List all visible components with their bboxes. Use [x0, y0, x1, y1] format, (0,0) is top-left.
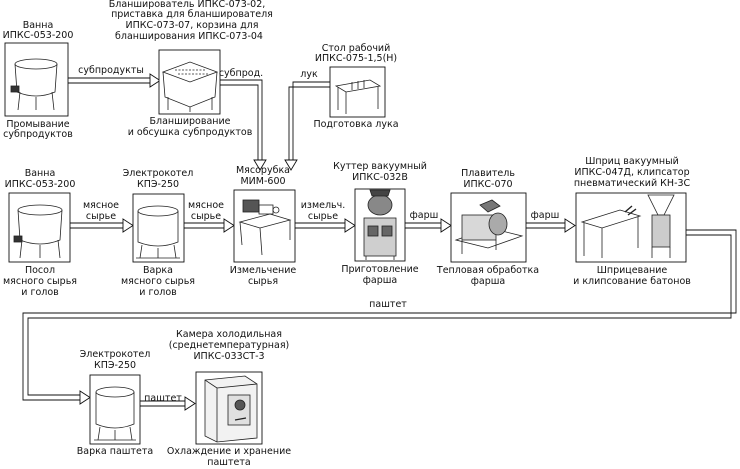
vanna1-sketch — [10, 58, 58, 111]
shpric-title-3: пневматический КН-3С — [573, 178, 691, 189]
arrow-label-subprodukty: субпродукты — [78, 65, 144, 76]
myasorubka-title-2: МИМ-600 — [240, 176, 286, 187]
arrow-label-myasnoe-1b: сырье — [85, 211, 117, 222]
arrow-label-farsh-1: фарш — [409, 210, 439, 221]
shpric-caption-2: и клипсование батонов — [573, 276, 691, 287]
blanch-sketch — [161, 61, 219, 112]
kutter-title-1: Куттер вакуумный — [333, 161, 427, 172]
arrow-subprod-down — [220, 79, 267, 171]
kotel1-sketch — [136, 205, 180, 259]
stol-box — [329, 66, 386, 118]
shpric-sketch — [580, 194, 675, 258]
myasorubka-caption-1: Измельчение — [229, 265, 297, 276]
kutter-caption-1: Приготовление — [341, 264, 419, 275]
arrow-farsh-1 — [405, 218, 452, 233]
plavitel-sketch — [454, 199, 524, 254]
kotel2-caption-1: Варка паштета — [76, 446, 154, 457]
myasorubka-sketch — [238, 199, 292, 256]
kamera-title-1: Камера холодильная — [176, 329, 282, 340]
blanch-title-4: бланширования ИПКС-073-04 — [115, 31, 263, 42]
vanna2-caption-1: Посол — [24, 265, 56, 276]
arrow-label-pashtet-2: паштет — [144, 393, 182, 404]
kotel1-caption-2: мясного сырья — [120, 276, 196, 287]
stol-sketch — [334, 79, 382, 114]
vanna1-caption-2: субпродуктов — [3, 129, 73, 140]
arrow-label-izmelch-a: измельч. — [300, 200, 346, 211]
kotel1-title-1: Электрокотел — [122, 168, 194, 179]
arrow-label-subprod: субпрод. — [218, 68, 264, 79]
kutter-title-2: ИПКС-032В — [352, 172, 408, 183]
arrow-label-myasnoe-2a: мясное — [188, 200, 224, 211]
arrow-pashtet-return — [22, 229, 737, 405]
kamera-title-3: ИПКС-033СТ-3 — [193, 351, 265, 362]
shpric-caption-1: Шприцевание — [596, 265, 668, 276]
blanch-title-1: Бланширователь ИПКС-073-02, — [108, 0, 266, 10]
arrow-luk-down — [284, 81, 330, 171]
vanna1-box — [4, 42, 69, 117]
arrow-myasnoe-1 — [70, 218, 134, 233]
kamera-caption-1: Охлаждение и хранение — [166, 446, 292, 457]
vanna2-caption-3: и голов — [21, 287, 59, 298]
arrow-label-luk: лук — [300, 69, 318, 80]
plavitel-title-2: ИПКС-070 — [463, 179, 513, 190]
arrow-label-myasnoe-2b: сырье — [190, 211, 222, 222]
arrow-farsh-2 — [526, 218, 576, 233]
kamera-caption-2: паштета — [207, 457, 251, 468]
stol-title-2: ИПКС-075-1,5(Н) — [314, 53, 398, 64]
arrow-myasnoe-2 — [183, 218, 235, 233]
kutter-sketch — [363, 189, 397, 260]
plavitel-caption-2: фарша — [470, 276, 506, 287]
vanna2-title-1: Ванна — [24, 168, 56, 179]
kotel2-sketch — [94, 386, 136, 441]
arrow-label-myasnoe-1a: мясное — [83, 200, 119, 211]
kamera-sketch — [204, 375, 258, 443]
arrow-label-farsh-2: фарш — [530, 210, 560, 221]
plavitel-caption-1: Тепловая обработка — [436, 265, 540, 276]
blanch-title-3: ИПКС-073-07, корзина для — [125, 20, 259, 31]
kotel1-caption-1: Варка — [143, 265, 173, 276]
kutter-caption-2: фарша — [362, 275, 398, 286]
arrow-subprodukty — [68, 73, 161, 88]
myasorubka-title-1: Мясорубка — [235, 165, 291, 176]
kamera-title-2: (среднетемпературная) — [168, 340, 290, 351]
kotel1-caption-3: и голов — [139, 287, 177, 298]
vanna1-title-2: ИПКС-053-200 — [2, 30, 74, 41]
vanna2-sketch — [13, 204, 63, 259]
arrow-izmelch — [295, 218, 356, 233]
plavitel-title-1: Плавитель — [461, 168, 515, 179]
vanna1-caption-1: Промывание — [6, 119, 70, 130]
stol-caption-1: Подготовка лука — [313, 119, 399, 130]
kotel1-title-2: КПЭ-250 — [136, 179, 180, 190]
arrow-pashtet-2 — [140, 396, 196, 411]
kotel2-title-1: Электрокотел — [79, 349, 151, 360]
blanch-title-2: приставка для бланширователя — [111, 9, 273, 20]
blanch-caption-2: и обсушка субпродуктов — [127, 127, 253, 138]
myasorubka-caption-2: сырья — [247, 276, 279, 287]
shpric-title-2: ИПКС-047Д, клипсатор — [574, 167, 690, 178]
kotel2-title-2: КПЭ-250 — [93, 360, 137, 371]
stol-title-1: Стол рабочий — [321, 43, 391, 54]
shpric-title-1: Шприц вакуумный — [585, 156, 679, 167]
vanna2-title-2: ИПКС-053-200 — [4, 179, 76, 190]
arrow-label-izmelch-b: сырье — [307, 211, 339, 222]
arrow-label-pashtet-1: паштет — [369, 299, 407, 310]
vanna1-title-1: Ванна — [22, 20, 54, 31]
blanch-caption-1: Бланширование — [149, 116, 231, 127]
vanna2-caption-2: мясного сырья — [2, 276, 78, 287]
